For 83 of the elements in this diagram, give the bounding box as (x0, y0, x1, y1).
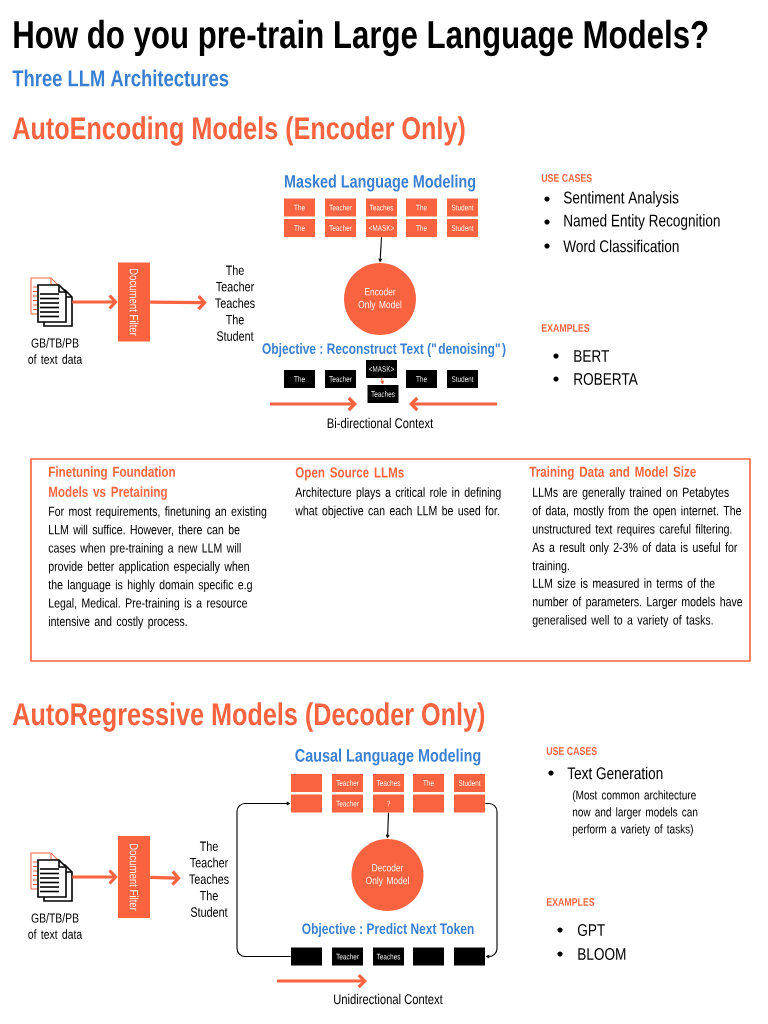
category-label: USE CASES (541, 174, 592, 182)
token-tile: Teaches (373, 947, 404, 966)
token-tile: Teacher (332, 794, 363, 813)
token-tile (454, 947, 485, 966)
token-tile: Student (447, 219, 478, 237)
context-caption: Bi-directional Context (327, 417, 434, 429)
node-label: Teacher (329, 204, 352, 211)
node-caption: GB/TB/PB of text data (28, 338, 83, 364)
filter-box: Document Filter (118, 836, 150, 918)
paragraph: Architecture plays a critical role in defining what objective can each LLM be used for. (295, 487, 501, 518)
sentence-text: The Teacher Teaches The Student (189, 841, 229, 917)
filter-box: Document Filter (118, 262, 150, 342)
token-tile (413, 794, 444, 813)
context-caption: Unidirectional Context (334, 993, 443, 1005)
token-tile: Teacher (325, 198, 356, 217)
token-tile: The (406, 370, 437, 388)
arrow (236, 801, 292, 958)
category-label: EXAMPLES (541, 324, 590, 332)
node-caption: GB/TB/PB of text data (28, 913, 83, 939)
objective-heading: Objective : Predict Next Token (302, 923, 474, 937)
token-tile: Teacher (332, 774, 363, 792)
arrow (150, 295, 207, 311)
token-tile (413, 947, 444, 966)
node-label: The (416, 204, 427, 211)
token-tile: ? (373, 794, 404, 813)
token-tile (291, 774, 322, 792)
list-item: Text Generation (567, 766, 663, 780)
token-tile (291, 794, 322, 813)
token-tile: The (284, 370, 315, 388)
page-title: How do you pre-train Large Language Models? (14, 19, 708, 57)
subtitle: Three LLM Architectures (12, 69, 229, 87)
note-text: (Most common architecture now and larger models can perform a variety of tasks) (572, 790, 698, 836)
token-tile: The (413, 774, 444, 792)
column-heading: Training Data and Model Size (529, 466, 696, 480)
column-heading: Finetuning Foundation Models vs Pretaining (49, 466, 175, 500)
diagram-heading: Causal Language Modeling (295, 748, 481, 766)
token-tile: The (284, 219, 315, 237)
node-label: The (294, 204, 305, 211)
diagram-heading: Masked Language Modeling (284, 174, 476, 192)
token-tile: The (406, 198, 437, 217)
token-tile (454, 794, 485, 813)
arrow (72, 869, 118, 885)
arrow (385, 812, 390, 839)
token-tile: <MASK> (366, 219, 397, 237)
sentence-text: The Teacher Teaches The Student (215, 265, 255, 341)
token-tile (291, 947, 322, 966)
category-label: USE CASES (546, 747, 597, 755)
list-item: GPT (577, 924, 605, 937)
token-tile: Student (447, 198, 478, 217)
token-tile: Teaches (366, 198, 397, 217)
token-tile: Student (454, 774, 485, 792)
objective-heading: Objective : Reconstruct Text ("denoising") (262, 343, 506, 358)
paragraph: For most requirements, finetuning an existing LLM will suffice. However, there can be cases when pre-training a new LLM will provide better application especially when the language is highly domain specific e.g Legal, Medical. Pre-training is a resource intensive and costly process. (48, 506, 267, 629)
list-item: BERT (574, 350, 609, 362)
category-label: EXAMPLES (546, 898, 595, 906)
list-item: BLOOM (578, 948, 626, 961)
token-tile: Teaches (373, 774, 404, 792)
token-tile: The (284, 198, 315, 217)
token-tile: Teaches (367, 385, 399, 403)
list-item: Sentiment Analysis (563, 191, 679, 207)
section-heading: AutoRegressive Models (Decoder Only) (12, 702, 485, 732)
token-tile: Teacher (332, 947, 363, 966)
node-label: ? (387, 800, 391, 807)
arrow (484, 802, 498, 959)
column-heading: Open Source LLMs (295, 467, 404, 481)
arrow (150, 870, 181, 886)
paragraph: LLMs are generally trained on Petabytes of data, mostly from the open internet. The unstructured text requires careful filtering. As a result only 2-3% of data is useful for training. (532, 487, 741, 573)
token-tile: <MASK> (366, 360, 397, 378)
arrow (378, 236, 383, 263)
token-tile: The (406, 219, 437, 237)
paragraph: LLM size is measured in terms of the number of parameters. Larger models have generalised well to a variety of tasks. (532, 578, 743, 628)
arrow (72, 294, 118, 310)
token-tile: Student (447, 370, 478, 388)
token-tile: Teacher (325, 370, 356, 388)
node-label: Teaches (369, 204, 394, 211)
list-item: Named Entity Recognition (564, 214, 720, 230)
list-item: Word Classification (563, 239, 679, 253)
node-label: Student (451, 204, 474, 211)
token-tile: Teacher (325, 219, 356, 237)
section-heading: AutoEncoding Models (Encoder Only) (12, 116, 465, 146)
node-label: Teacher (336, 800, 359, 807)
list-item: ROBERTA (574, 373, 638, 385)
arrow (380, 377, 384, 385)
